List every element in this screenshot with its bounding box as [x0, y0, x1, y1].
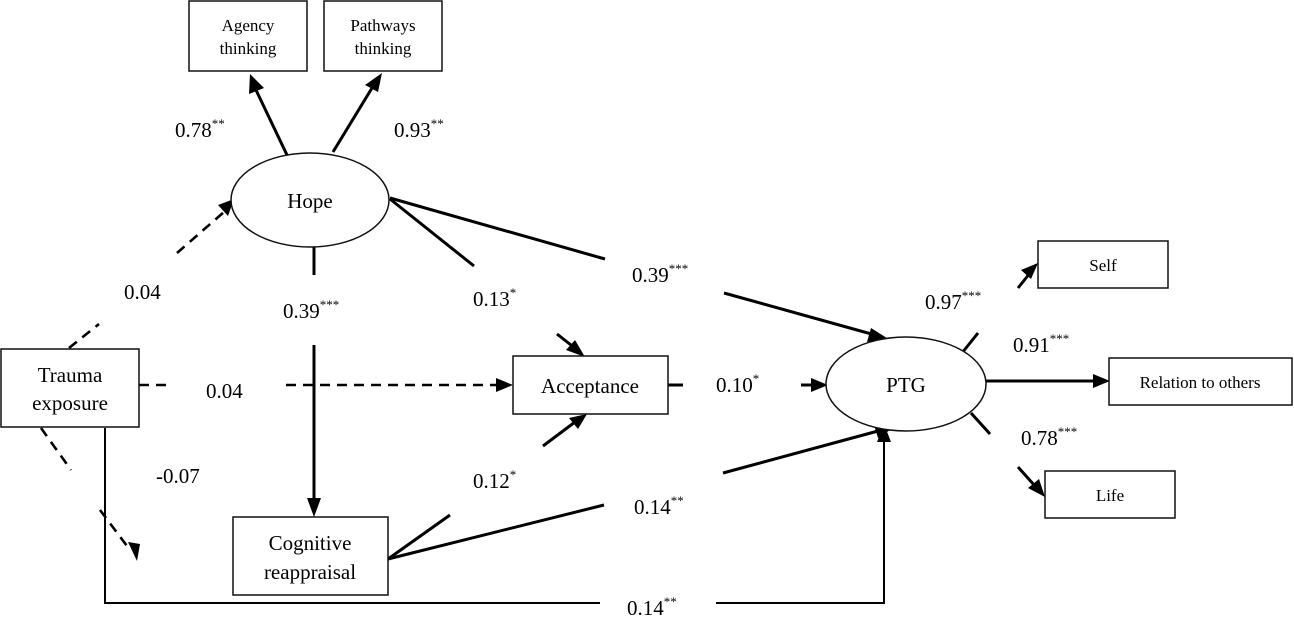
arrowhead-self: [1021, 263, 1038, 279]
path-trauma-ptg-right: [716, 440, 885, 604]
node-self: Self: [1037, 240, 1169, 289]
path-trauma-cognitive-upper: [39, 427, 73, 471]
node-relation-label: Relation to others: [1140, 373, 1261, 392]
coef-trauma-ptg: 0.14**: [627, 594, 677, 620]
coef-trauma-hope: 0.04: [124, 280, 161, 304]
coef-cognitive-ptg: 0.14**: [634, 493, 684, 519]
node-agency-label-2: thinking: [220, 39, 277, 58]
path-hope-pathways: [331, 87, 374, 153]
node-acceptance: Acceptance: [512, 355, 669, 415]
node-life: Life: [1044, 470, 1176, 519]
node-acceptance-label: Acceptance: [541, 374, 639, 398]
arrowhead-acceptance-bottom: [569, 414, 587, 429]
arrowhead-relation: [1093, 374, 1110, 388]
coef-ptg-relation: 0.91***: [1013, 331, 1069, 357]
node-agency-label-1: Agency: [222, 16, 275, 35]
path-trauma-ptg-left: [104, 428, 600, 604]
path-ptg-self-lower: [960, 332, 980, 354]
coef-ptg-self: 0.97***: [925, 288, 981, 314]
path-trauma-hope-upper: [176, 211, 225, 254]
coef-ptg-life: 0.78***: [1021, 424, 1077, 450]
arrowhead-pathways: [365, 73, 382, 92]
node-hope: Hope: [230, 152, 390, 248]
coef-hope-agency: 0.78**: [175, 116, 225, 142]
node-cognitive-reappraisal: Cognitive reappraisal: [232, 516, 389, 596]
path-hope-acceptance-upper: [389, 197, 475, 268]
node-life-label: Life: [1096, 486, 1124, 505]
path-trauma-hope-lower: [68, 322, 100, 350]
path-cognitive-ptg-left: [387, 503, 605, 561]
node-ptg-label: PTG: [886, 373, 926, 397]
coef-hope-cognitive: 0.39***: [283, 297, 339, 323]
arrowhead-cognitive-top: [307, 498, 321, 517]
coef-hope-acceptance: 0.13*: [473, 285, 516, 311]
arrowhead-ptg-bottom: [877, 424, 891, 442]
path-cognitive-acceptance-lower: [387, 513, 451, 561]
node-trauma-exposure: Trauma exposure: [0, 348, 140, 428]
arrowhead-hope: [218, 199, 234, 216]
arrowhead-cognitive-left: [128, 542, 140, 561]
node-trauma-label-2: exposure: [32, 391, 108, 415]
coef-acceptance-ptg: 0.10*: [716, 371, 759, 397]
arrowhead-acceptance-top: [566, 340, 585, 357]
coef-hope-ptg: 0.39***: [632, 261, 688, 287]
node-cognitive-label-2: reappraisal: [264, 560, 356, 584]
coefficients: 0.78** 0.93** 0.04 0.39*** 0.13* 0.39***…: [124, 116, 1077, 620]
path-ptg-life-lower: [1016, 465, 1037, 488]
arrowhead-life: [1028, 479, 1045, 497]
coef-trauma-acceptance: 0.04: [206, 379, 243, 403]
node-pathways-thinking: Pathways thinking: [323, 0, 443, 72]
node-hope-label: Hope: [287, 189, 333, 213]
node-pathways-label-1: Pathways: [350, 16, 415, 35]
node-pathways-label-2: thinking: [355, 39, 412, 58]
path-cognitive-acceptance-upper: [542, 420, 576, 448]
node-agency-thinking: Agency thinking: [188, 0, 308, 72]
path-ptg-life-upper: [969, 411, 992, 436]
path-cognitive-ptg-right: [722, 429, 879, 475]
node-ptg: PTG: [825, 336, 987, 432]
path-hope-ptg-upper: [389, 196, 606, 261]
node-trauma-label-1: Trauma: [38, 363, 103, 387]
arrowhead-acceptance-left: [496, 378, 513, 392]
arrowhead-ptg-left: [811, 378, 828, 392]
node-self-label: Self: [1089, 256, 1117, 275]
path-hope-ptg-lower: [723, 291, 876, 337]
node-relation-to-others: Relation to others: [1108, 357, 1293, 406]
coef-trauma-cognitive: -0.07: [156, 464, 200, 488]
coef-cognitive-acceptance: 0.12*: [473, 467, 516, 493]
node-cognitive-label-1: Cognitive: [269, 531, 352, 555]
path-hope-agency: [254, 89, 289, 156]
coef-hope-pathways: 0.93**: [394, 116, 444, 142]
arrowhead-agency: [249, 74, 264, 94]
paths: [39, 73, 1110, 604]
